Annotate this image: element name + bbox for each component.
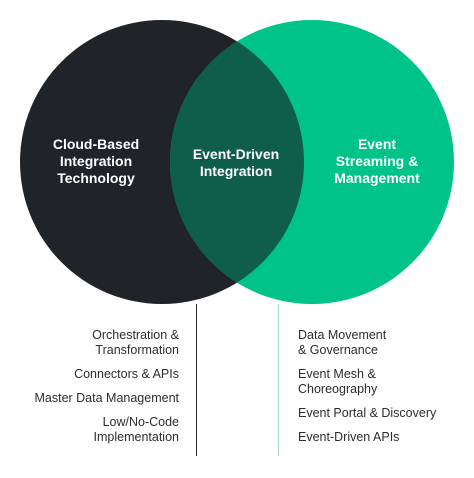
right-divider-line	[278, 304, 279, 456]
list-item: Event Portal & Discovery	[298, 406, 437, 420]
list-item: Data Movement & Governance	[298, 328, 387, 357]
list-item: Orchestration & Transformation	[92, 328, 179, 357]
list-item: Event Mesh & Choreography	[298, 367, 378, 396]
list-item: Master Data Management	[34, 391, 179, 405]
venn-diagram	[20, 20, 454, 304]
overlap-event-driven-integration	[170, 20, 304, 304]
label-event-streaming-management: Event Streaming & Management	[334, 136, 420, 186]
list-item: Event-Driven APIs	[298, 430, 400, 444]
event-streaming-features-list: Data Movement & Governance Event Mesh & …	[298, 328, 436, 454]
label-cloud-based-integration: Cloud-Based Integration Technology	[52, 136, 140, 186]
label-event-driven-integration: Event-Driven Integration	[192, 146, 280, 179]
list-item: Low/No-Code Implementation	[93, 415, 179, 444]
cloud-integration-features-list: Orchestration & Transformation Connector…	[34, 328, 179, 454]
list-item: Connectors & APIs	[74, 367, 179, 381]
left-divider-line	[196, 304, 197, 456]
